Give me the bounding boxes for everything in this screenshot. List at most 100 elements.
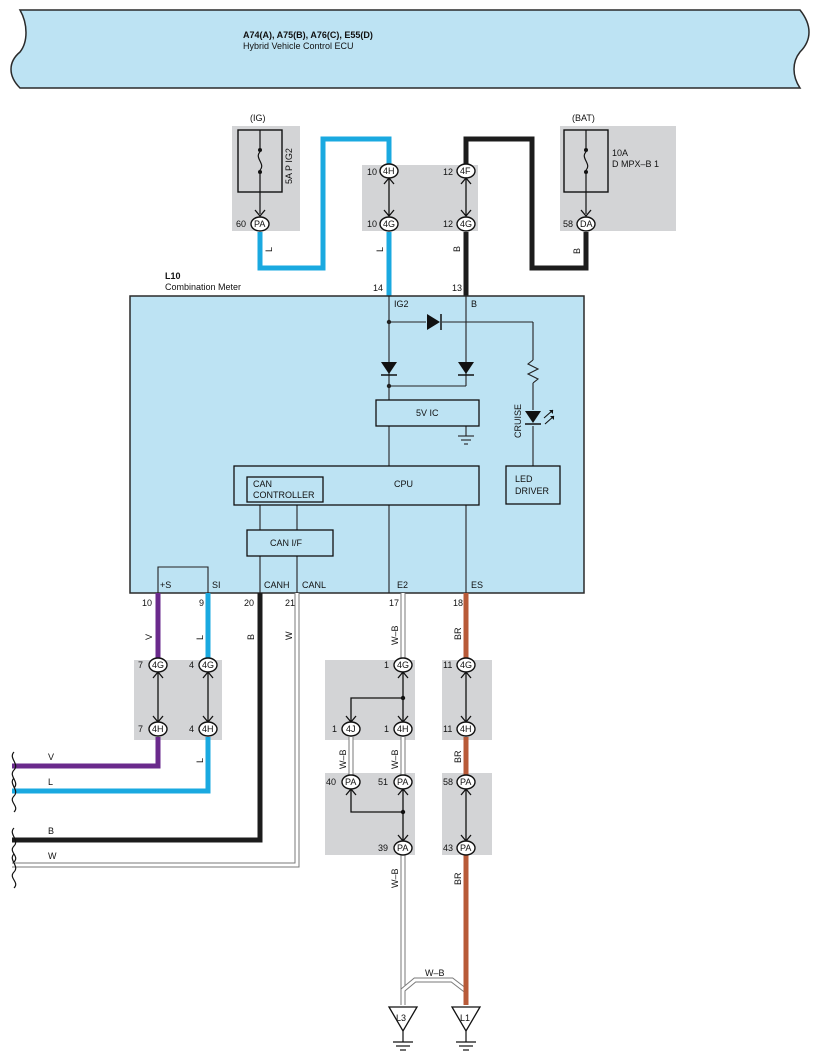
e2-4g-connector: 4G [393, 657, 413, 673]
svg-text:L: L [264, 247, 274, 252]
ig-fuse-name: 5A P IG2 [284, 148, 294, 184]
bat-da-connector: DA [576, 216, 596, 232]
svg-text:4G: 4G [460, 219, 472, 229]
ground-l1: L1 [450, 1006, 482, 1051]
svg-text:1: 1 [332, 724, 337, 734]
top-connectors: PA 60 4H 10 4G 10 4F 12 4G 12 DA 58 [236, 163, 596, 232]
e2-pa-low-connector: PA [393, 840, 413, 856]
svg-text:PA: PA [460, 777, 471, 787]
svg-text:18: 18 [453, 598, 463, 608]
ig-pa-pin: 60 [236, 219, 246, 229]
can-controller-line1: CAN [253, 479, 272, 489]
ig-supply-label: (IG) [250, 113, 266, 123]
svg-text:4: 4 [189, 724, 194, 734]
svg-text:4H: 4H [383, 166, 395, 176]
l-4h-connector: 4H [198, 721, 218, 737]
bat-da-pin: 58 [563, 219, 573, 229]
ground-l1-label: L1 [460, 1013, 470, 1023]
svg-text:39: 39 [378, 843, 388, 853]
svg-text:51: 51 [378, 777, 388, 787]
hybrid-ecu-banner: A74(A), A75(B), A76(C), E55(D) Hybrid Ve… [10, 9, 810, 89]
svg-text:BR: BR [453, 750, 463, 763]
can-if-box [246, 529, 334, 557]
bat-fuse-name: D MPX–B 1 [612, 159, 659, 169]
svg-text:L: L [375, 247, 385, 252]
wire-l-ig [257, 136, 392, 271]
meter-terminal-e2: E2 [397, 580, 408, 590]
ecu-connector-title: A74(A), A75(B), A76(C), E55(D) [243, 30, 373, 40]
e2-4j-connector: 4J [341, 721, 361, 737]
svg-text:58: 58 [443, 777, 453, 787]
svg-text:W: W [284, 631, 294, 640]
ig-pa-connector: PA [250, 216, 270, 232]
svg-text:7: 7 [138, 660, 143, 670]
ecu-name: Hybrid Vehicle Control ECU [243, 41, 354, 51]
cruise-led-icon [525, 409, 555, 425]
svg-text:W–B: W–B [338, 749, 348, 769]
combination-meter: L10 Combination Meter 14 13 IG2 B [129, 271, 585, 594]
meter-name: Combination Meter [165, 282, 241, 292]
e2-pa-left-connector: PA [341, 774, 361, 790]
meter-id: L10 [165, 271, 181, 281]
wire-b-bat [463, 136, 589, 271]
svg-text:PA: PA [460, 843, 471, 853]
top-4g-b-pin: 12 [443, 219, 453, 229]
svg-text:4F: 4F [460, 166, 471, 176]
can-if-label: CAN I/F [270, 538, 303, 548]
meter-terminal-si: SI [212, 580, 221, 590]
ecu-banner-shape [10, 9, 810, 89]
led-driver-line1: LED [515, 474, 533, 484]
svg-text:PA: PA [254, 219, 265, 229]
can-controller-box [246, 476, 324, 503]
top-4h-pin: 10 [367, 167, 377, 177]
diode-b [458, 362, 474, 376]
e2-4h-connector: 4H [393, 721, 413, 737]
svg-text:L: L [195, 635, 205, 640]
meter-body [129, 295, 585, 594]
ig-fuse: (IG) 5A P IG2 [237, 113, 294, 214]
top-4f-connector: 4F [456, 163, 476, 179]
svg-text:20: 20 [244, 598, 254, 608]
svg-text:B: B [48, 826, 54, 836]
top-4g-l-pin: 10 [367, 219, 377, 229]
svg-text:V: V [144, 634, 154, 640]
svg-text:4G: 4G [397, 660, 409, 670]
svg-text:7: 7 [138, 724, 143, 734]
svg-text:PA: PA [397, 843, 408, 853]
ground-l3-label: L3 [396, 1013, 406, 1023]
lower-wires [12, 593, 469, 1005]
svg-text:4G: 4G [460, 660, 472, 670]
wire-v-low [12, 737, 161, 769]
wire-w-canl [12, 593, 299, 867]
bat-fuse-rating: 10A [612, 148, 628, 158]
svg-text:BR: BR [453, 627, 463, 640]
cpu-label: CPU [394, 479, 413, 489]
wire-l-si-low [12, 737, 211, 794]
e2-pa-right-connector: PA [393, 774, 413, 790]
svg-text:4G: 4G [383, 219, 395, 229]
meter-bottom-pin-numbers: 10 9 20 21 17 18 [142, 598, 463, 608]
top-wire-codes: L L B B [264, 246, 582, 254]
svg-text:4J: 4J [346, 724, 356, 734]
led-driver-box [505, 465, 561, 505]
meter-terminal-canl: CANL [302, 580, 326, 590]
svg-text:10: 10 [142, 598, 152, 608]
v-4g-connector: 4G [148, 657, 168, 673]
wire-b-canh [12, 593, 263, 843]
meter-terminal-ig2: IG2 [394, 299, 409, 309]
diode-ig2 [381, 362, 397, 376]
svg-text:17: 17 [389, 598, 399, 608]
svg-text:43: 43 [443, 843, 453, 853]
svg-text:PA: PA [397, 777, 408, 787]
wire-break-marks [11, 751, 17, 889]
meter-pin-13: 13 [452, 283, 462, 293]
svg-text:4: 4 [189, 660, 194, 670]
top-4f-pin: 12 [443, 167, 453, 177]
svg-text:11: 11 [443, 660, 452, 670]
ig-fuse-block [232, 126, 300, 231]
svg-text:DA: DA [580, 219, 593, 229]
svg-text:L: L [195, 758, 205, 763]
meter-terminal-canh: CANH [264, 580, 290, 590]
svg-text:4H: 4H [397, 724, 409, 734]
